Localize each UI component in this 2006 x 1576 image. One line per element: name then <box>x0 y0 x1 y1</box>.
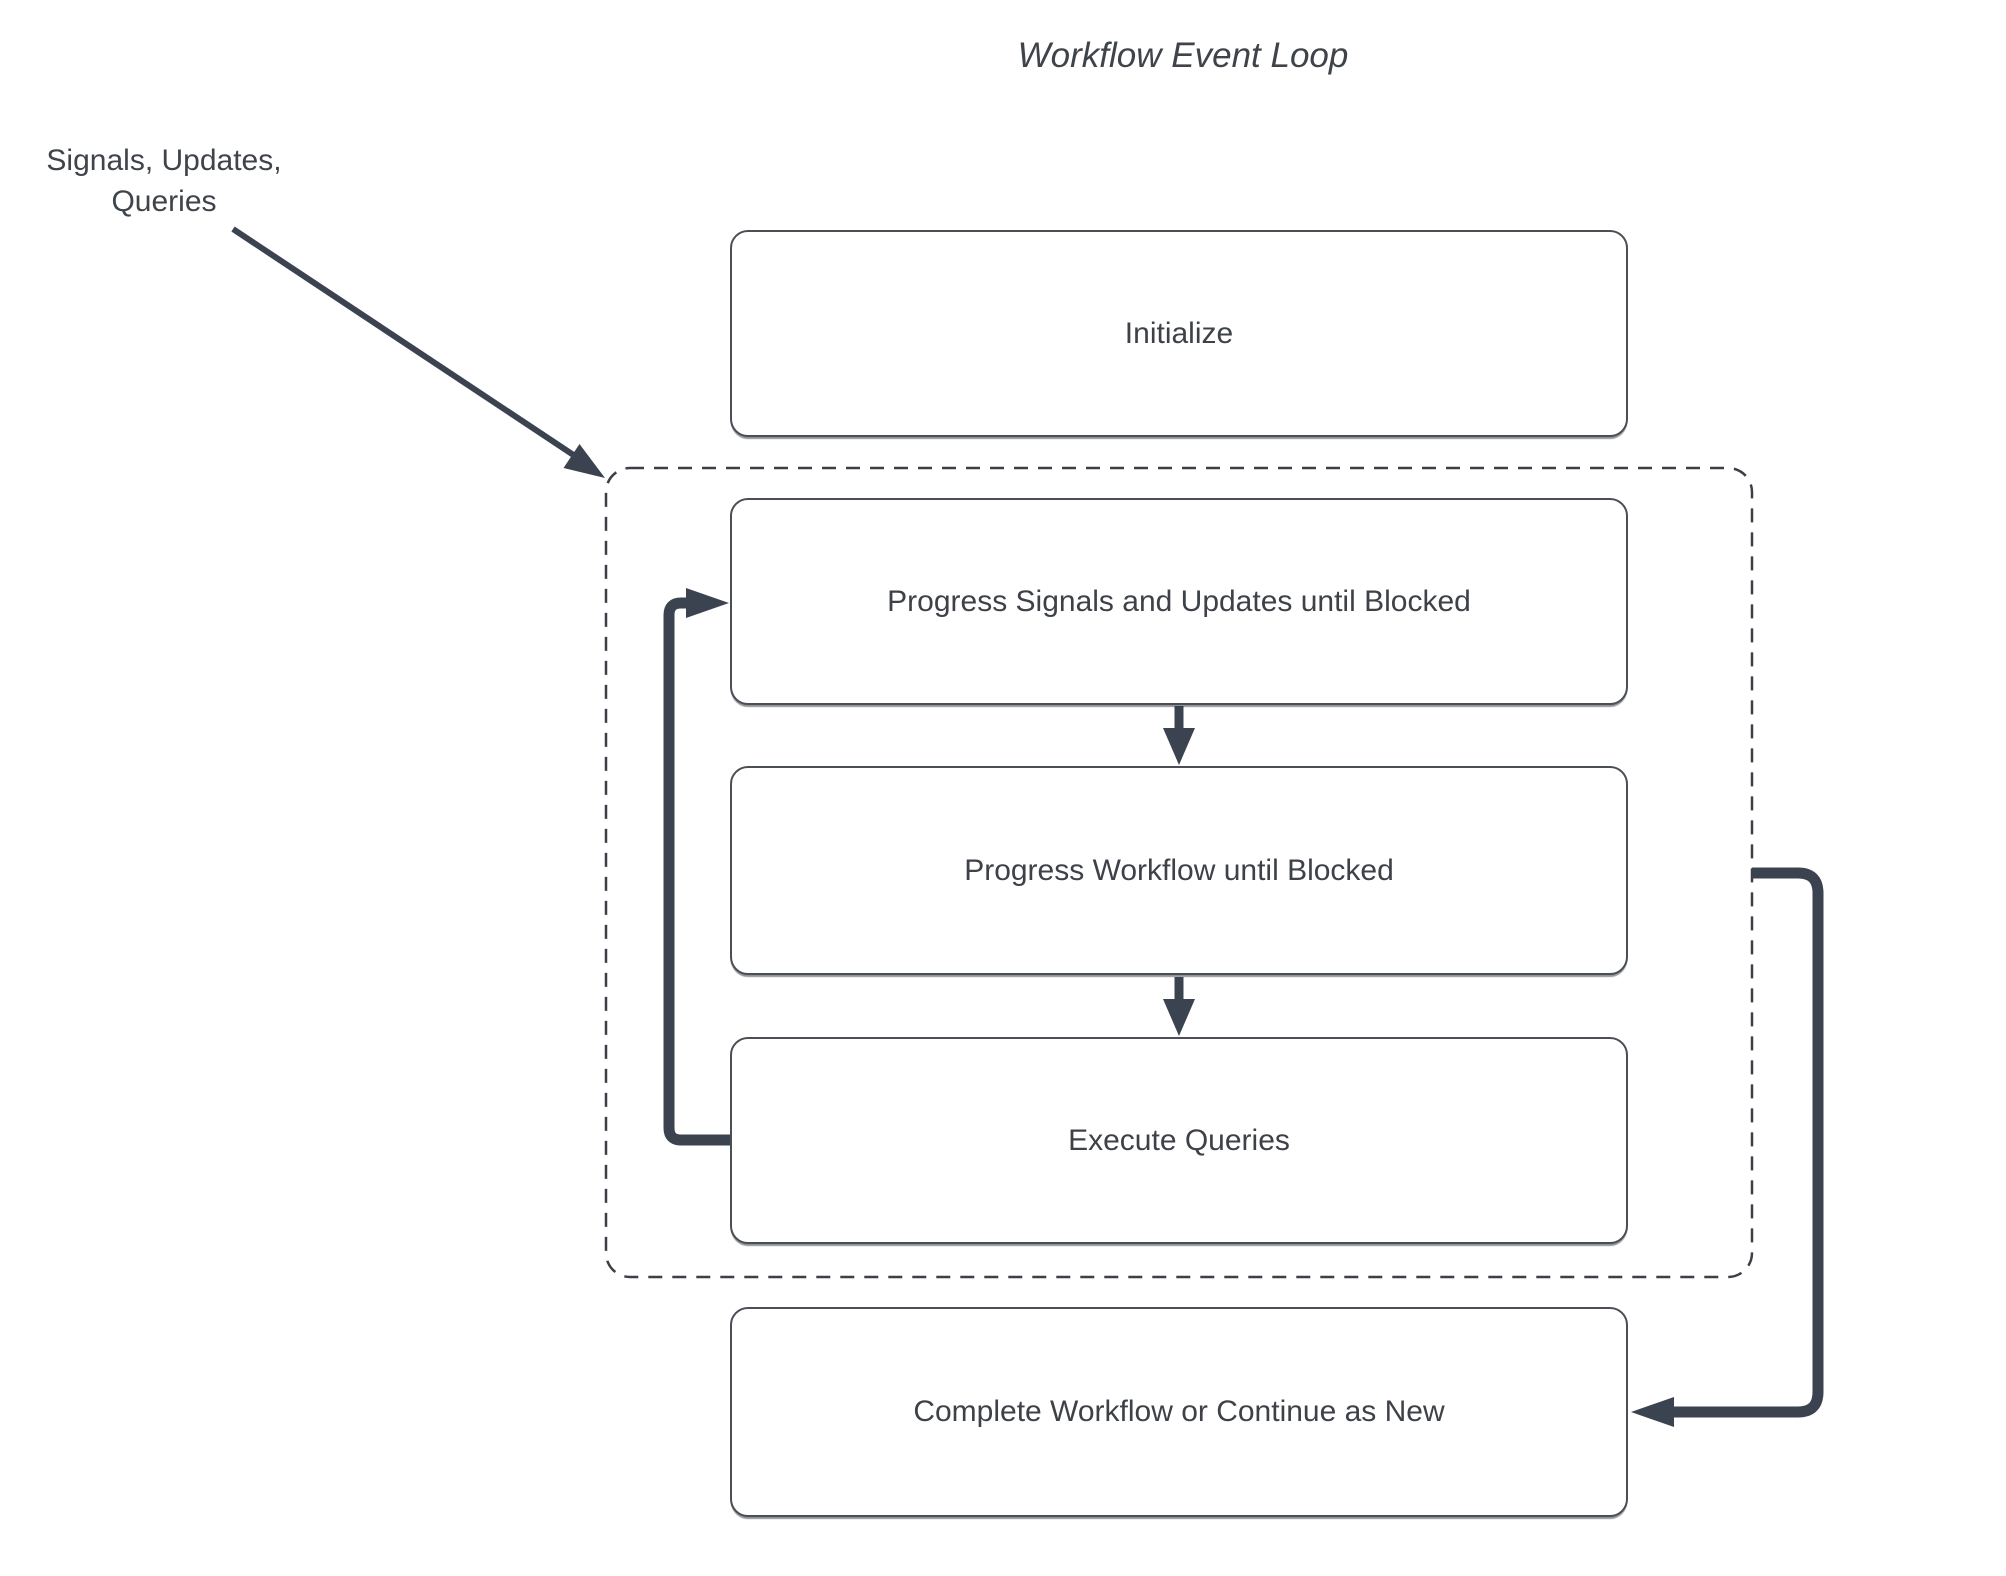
continue-connector-arrow <box>1631 867 1824 1427</box>
node-complete-workflow: Complete Workflow or Continue as New <box>730 1307 1628 1517</box>
node-progress-workflow: Progress Workflow until Blocked <box>730 766 1628 975</box>
node-progress-signals-updates-label: Progress Signals and Updates until Block… <box>887 584 1471 618</box>
loop-back-arrow <box>663 588 730 1146</box>
signals-input-arrow <box>231 226 605 478</box>
down-arrow-1 <box>1163 706 1195 765</box>
node-execute-queries: Execute Queries <box>730 1037 1628 1244</box>
annotation-line-1: Signals, Updates, <box>46 144 282 177</box>
down-arrow-2 <box>1163 977 1195 1036</box>
node-complete-workflow-label: Complete Workflow or Continue as New <box>913 1395 1445 1428</box>
node-execute-queries-label: Execute Queries <box>1068 1123 1290 1157</box>
node-initialize: Initialize <box>730 230 1628 437</box>
diagram-title: Workflow Event Loop <box>1017 36 1349 75</box>
node-progress-workflow-label: Progress Workflow until Blocked <box>964 853 1394 887</box>
node-progress-signals-updates: Progress Signals and Updates until Block… <box>730 498 1628 705</box>
signals-updates-queries-label: Signals, Updates, Queries <box>18 140 310 222</box>
node-initialize-label: Initialize <box>1124 316 1234 350</box>
annotation-line-2: Queries <box>111 185 217 218</box>
